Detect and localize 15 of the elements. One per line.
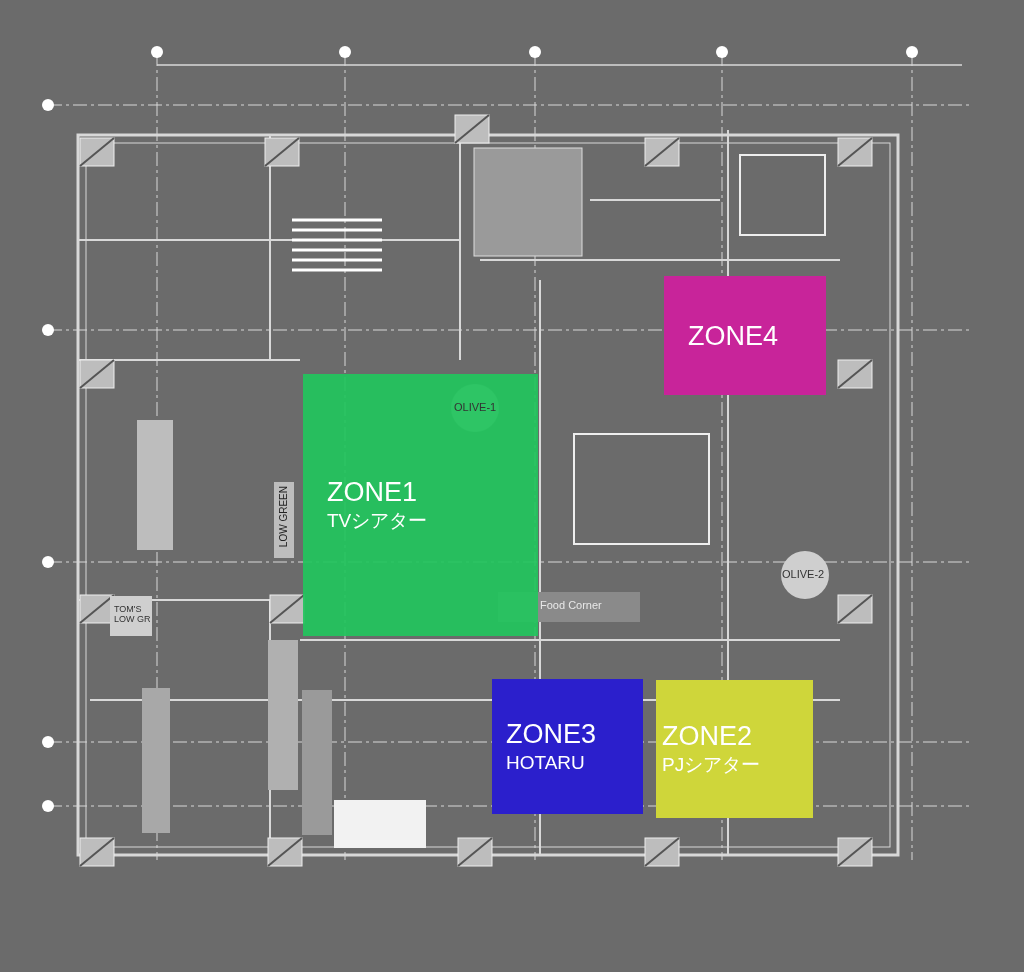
zone-title: ZONE4 [688,319,780,352]
zone-subtitle: PJシアター [662,753,762,777]
zone-area [492,679,643,814]
room-label: TOM'S LOW GR [114,604,152,624]
zone-area [664,276,826,395]
room-label: OLIVE-2 [782,568,825,580]
room-label: OLIVE-1 [454,401,497,413]
zone-title: ZONE1 [327,476,419,508]
zone-area [656,680,813,818]
zone-area [303,374,538,636]
zone-title: ZONE3 [506,717,598,750]
zone-subtitle: TVシアター [327,509,429,533]
zone-subtitle: HOTARU [506,750,586,775]
room-label: LOW GREEN [278,486,289,548]
zone-title: ZONE2 [662,720,754,752]
